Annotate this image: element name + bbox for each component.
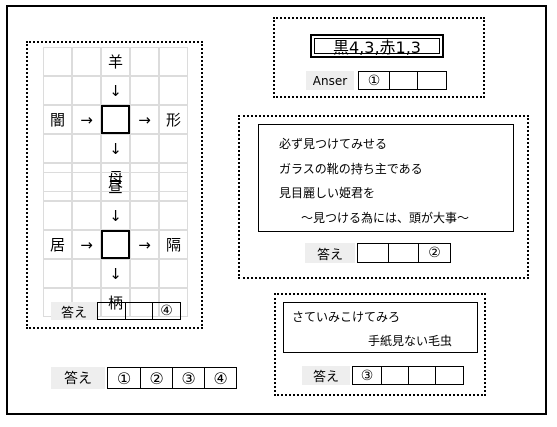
answer-label: 答え [302, 366, 350, 385]
grid-cell [130, 201, 159, 230]
riddle-line: 手紙見ない毛虫 [368, 334, 453, 348]
final-answer-box[interactable]: ① [116, 368, 132, 388]
answer-box[interactable]: ④ [152, 303, 180, 319]
poem-answer-row: 答え ② [305, 243, 451, 263]
riddle-answer-box[interactable] [381, 367, 408, 384]
riddle-answer-box[interactable] [408, 367, 435, 384]
poem-answer-box[interactable]: ② [418, 244, 450, 262]
grid-cell [43, 259, 72, 288]
final-answer-box[interactable]: ② [140, 368, 172, 388]
code-answer-boxes: ① [358, 71, 447, 90]
grid-cell [43, 76, 72, 105]
code-puzzle-panel [273, 17, 485, 98]
riddle-line: さていみこけてみろ [292, 310, 401, 324]
answer-box[interactable] [125, 303, 152, 319]
grid1-left-kanji: 闇 [43, 105, 72, 134]
grid-cell [43, 201, 72, 230]
answer-boxes: ④ [97, 302, 181, 320]
answer-label: 答え [51, 302, 97, 321]
poem-puzzle-panel [238, 115, 529, 279]
poem-text-box: 必ず見つけてみせる ガラスの靴の持ち主である 見目麗しい姫君を ～見つける為には… [258, 124, 514, 232]
grid-cell [159, 47, 188, 76]
poem-answer-boxes: ② [357, 243, 451, 263]
riddle-text-box: さていみこけてみろ 手紙見ない毛虫 [283, 302, 478, 353]
final-answer-row: 答え ① ② ③ ④ [51, 367, 237, 389]
grid-cell [159, 259, 188, 288]
code-answer-row: Anser ① [306, 71, 447, 90]
arrow-down-icon: ↓ [101, 201, 130, 230]
riddle-answer-row: 答え ③ [302, 366, 464, 385]
poem-line: 必ず見つけてみせる [279, 137, 388, 151]
grid-cell [72, 134, 101, 163]
answer-box[interactable] [98, 303, 125, 319]
grid-cell [43, 172, 72, 201]
left-answer-row: 答え ④ [51, 302, 181, 321]
arrow-down-icon: ↓ [101, 259, 130, 288]
poem-line: ガラスの靴の持ち主である [279, 162, 423, 176]
grid-cell [159, 172, 188, 201]
grid-cell [159, 134, 188, 163]
final-answer-box[interactable]: ④ [204, 368, 236, 388]
grid1-top-kanji: 羊 [101, 47, 130, 76]
grid-cell [130, 76, 159, 105]
arrow-right-icon: → [72, 230, 101, 259]
poem-answer-box[interactable] [358, 244, 388, 262]
riddle-puzzle-panel [274, 293, 486, 396]
grid-cell [43, 47, 72, 76]
final-answer-box[interactable]: ③ [172, 368, 204, 388]
grid-cell [72, 47, 101, 76]
grid2-left-kanji: 居 [43, 230, 72, 259]
grid-cell [72, 172, 101, 201]
poem-line: ～見つける為には、頭が大事～ [301, 211, 470, 225]
grid-cell [43, 134, 72, 163]
riddle-answer-box[interactable]: ③ [360, 367, 374, 384]
grid-cell [130, 47, 159, 76]
poem-answer-box[interactable] [388, 244, 418, 262]
riddle-answer-boxes: ③ [352, 366, 464, 385]
kanji-grid-2: 昼 ↓ 居 → → 隔 ↓ 柄 [43, 172, 188, 317]
grid2-answer-cell[interactable] [101, 230, 130, 259]
arrow-right-icon: → [72, 105, 101, 134]
grid-cell [130, 259, 159, 288]
final-answer-label: 答え [51, 367, 105, 389]
arrow-right-icon: → [130, 105, 159, 134]
grid2-right-kanji: 隔 [159, 230, 188, 259]
anser-label: Anser [306, 71, 354, 90]
grid1-right-kanji: 形 [159, 105, 188, 134]
code-text: 黒4,3,赤1,3 [333, 38, 421, 57]
poem-line: 見目麗しい姫君を [279, 186, 376, 200]
arrow-right-icon: → [130, 230, 159, 259]
code-text-box: 黒4,3,赤1,3 [310, 34, 444, 58]
arrow-down-icon: ↓ [101, 134, 130, 163]
kanji-grid-1: 羊 ↓ 闇 → → 形 ↓ 母 [43, 47, 188, 192]
grid1-answer-cell[interactable] [101, 105, 130, 134]
grid-cell [159, 76, 188, 105]
grid-cell [72, 201, 101, 230]
code-answer-box[interactable] [389, 72, 417, 89]
kanji-puzzle-panel [26, 41, 203, 329]
final-answer-boxes: ① ② ③ ④ [107, 367, 237, 389]
outer-frame [6, 5, 547, 415]
grid-cell [72, 259, 101, 288]
grid-cell [130, 134, 159, 163]
code-answer-box[interactable]: ① [367, 72, 381, 89]
grid-cell [159, 201, 188, 230]
riddle-answer-box[interactable] [435, 367, 463, 384]
grid-cell [72, 76, 101, 105]
grid2-top-kanji: 昼 [101, 172, 130, 201]
grid-cell [130, 172, 159, 201]
code-answer-box[interactable] [417, 72, 446, 89]
arrow-down-icon: ↓ [101, 76, 130, 105]
answer-label: 答え [305, 243, 355, 263]
code-text-inner [314, 38, 440, 54]
